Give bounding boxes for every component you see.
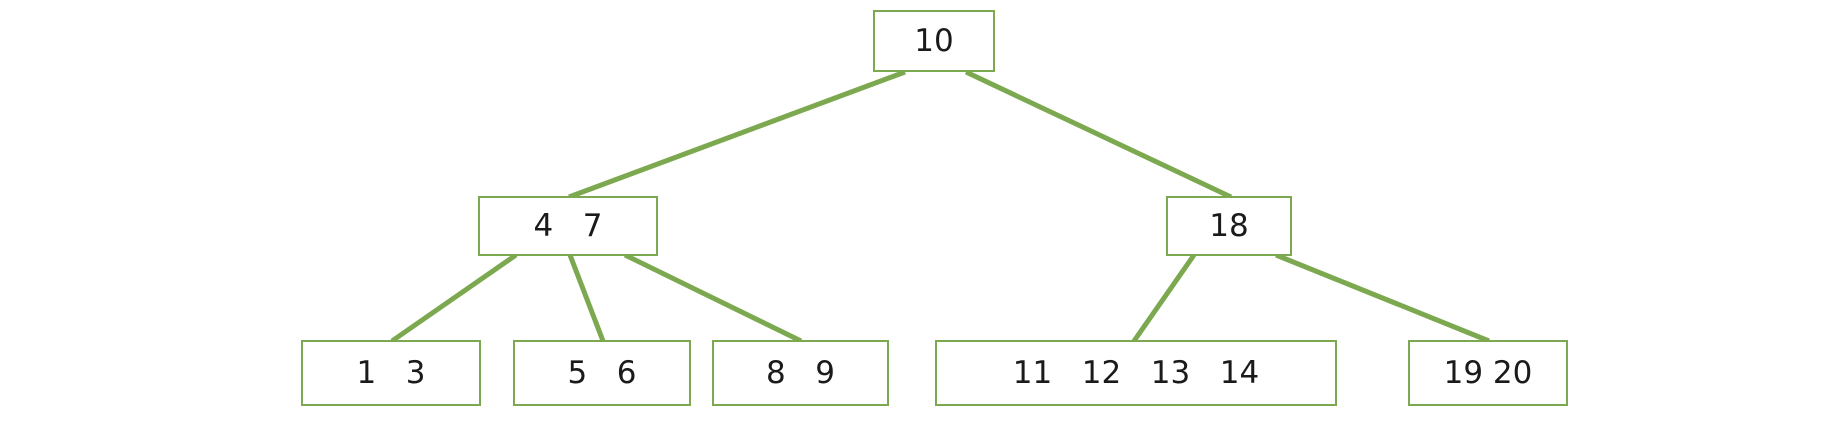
tree-edge-right-to-leaf-4: [1131, 253, 1197, 343]
tree-edge-left-to-leaf-1: [390, 252, 518, 344]
tree-node-leaf-2[interactable]: 5 6: [513, 340, 691, 406]
node-keys-root: 10: [914, 22, 954, 59]
tree-edge-left-to-leaf-3: [623, 252, 803, 344]
tree-node-leaf-5[interactable]: 19 20: [1408, 340, 1568, 406]
tree-node-leaf-4[interactable]: 11 12 13 14: [935, 340, 1337, 406]
tree-edge-right-to-leaf-5: [1275, 252, 1490, 344]
node-keys-internal-right: 18: [1209, 207, 1249, 244]
node-key-text: 4 7: [533, 207, 603, 244]
tree-edge-left-to-leaf-2: [567, 254, 606, 342]
tree-edge-root-to-internal-right: [964, 69, 1233, 200]
node-keys-leaf-2: 5 6: [567, 354, 637, 391]
node-key-text: 5 6: [567, 354, 637, 391]
node-key-text: 10: [914, 22, 954, 59]
tree-node-internal-left[interactable]: 4 7: [478, 196, 658, 256]
tree-edge-root-to-internal-left: [568, 69, 906, 200]
tree-node-leaf-1[interactable]: 1 3: [301, 340, 481, 406]
node-keys-leaf-3: 8 9: [765, 354, 835, 391]
node-keys-internal-left: 4 7: [533, 207, 603, 244]
node-keys-leaf-5: 19 20: [1443, 354, 1533, 391]
tree-node-internal-right[interactable]: 18: [1166, 196, 1292, 256]
node-key-text: 18: [1209, 207, 1249, 244]
node-key-text: 19 20: [1443, 354, 1533, 391]
tree-node-leaf-3[interactable]: 8 9: [712, 340, 889, 406]
node-key-text: 1 3: [356, 354, 426, 391]
tree-node-root[interactable]: 10: [873, 10, 995, 72]
node-keys-leaf-1: 1 3: [356, 354, 426, 391]
node-key-text: 11 12 13 14: [1012, 354, 1260, 391]
node-keys-leaf-4: 11 12 13 14: [1012, 354, 1260, 391]
node-key-text: 8 9: [765, 354, 835, 391]
